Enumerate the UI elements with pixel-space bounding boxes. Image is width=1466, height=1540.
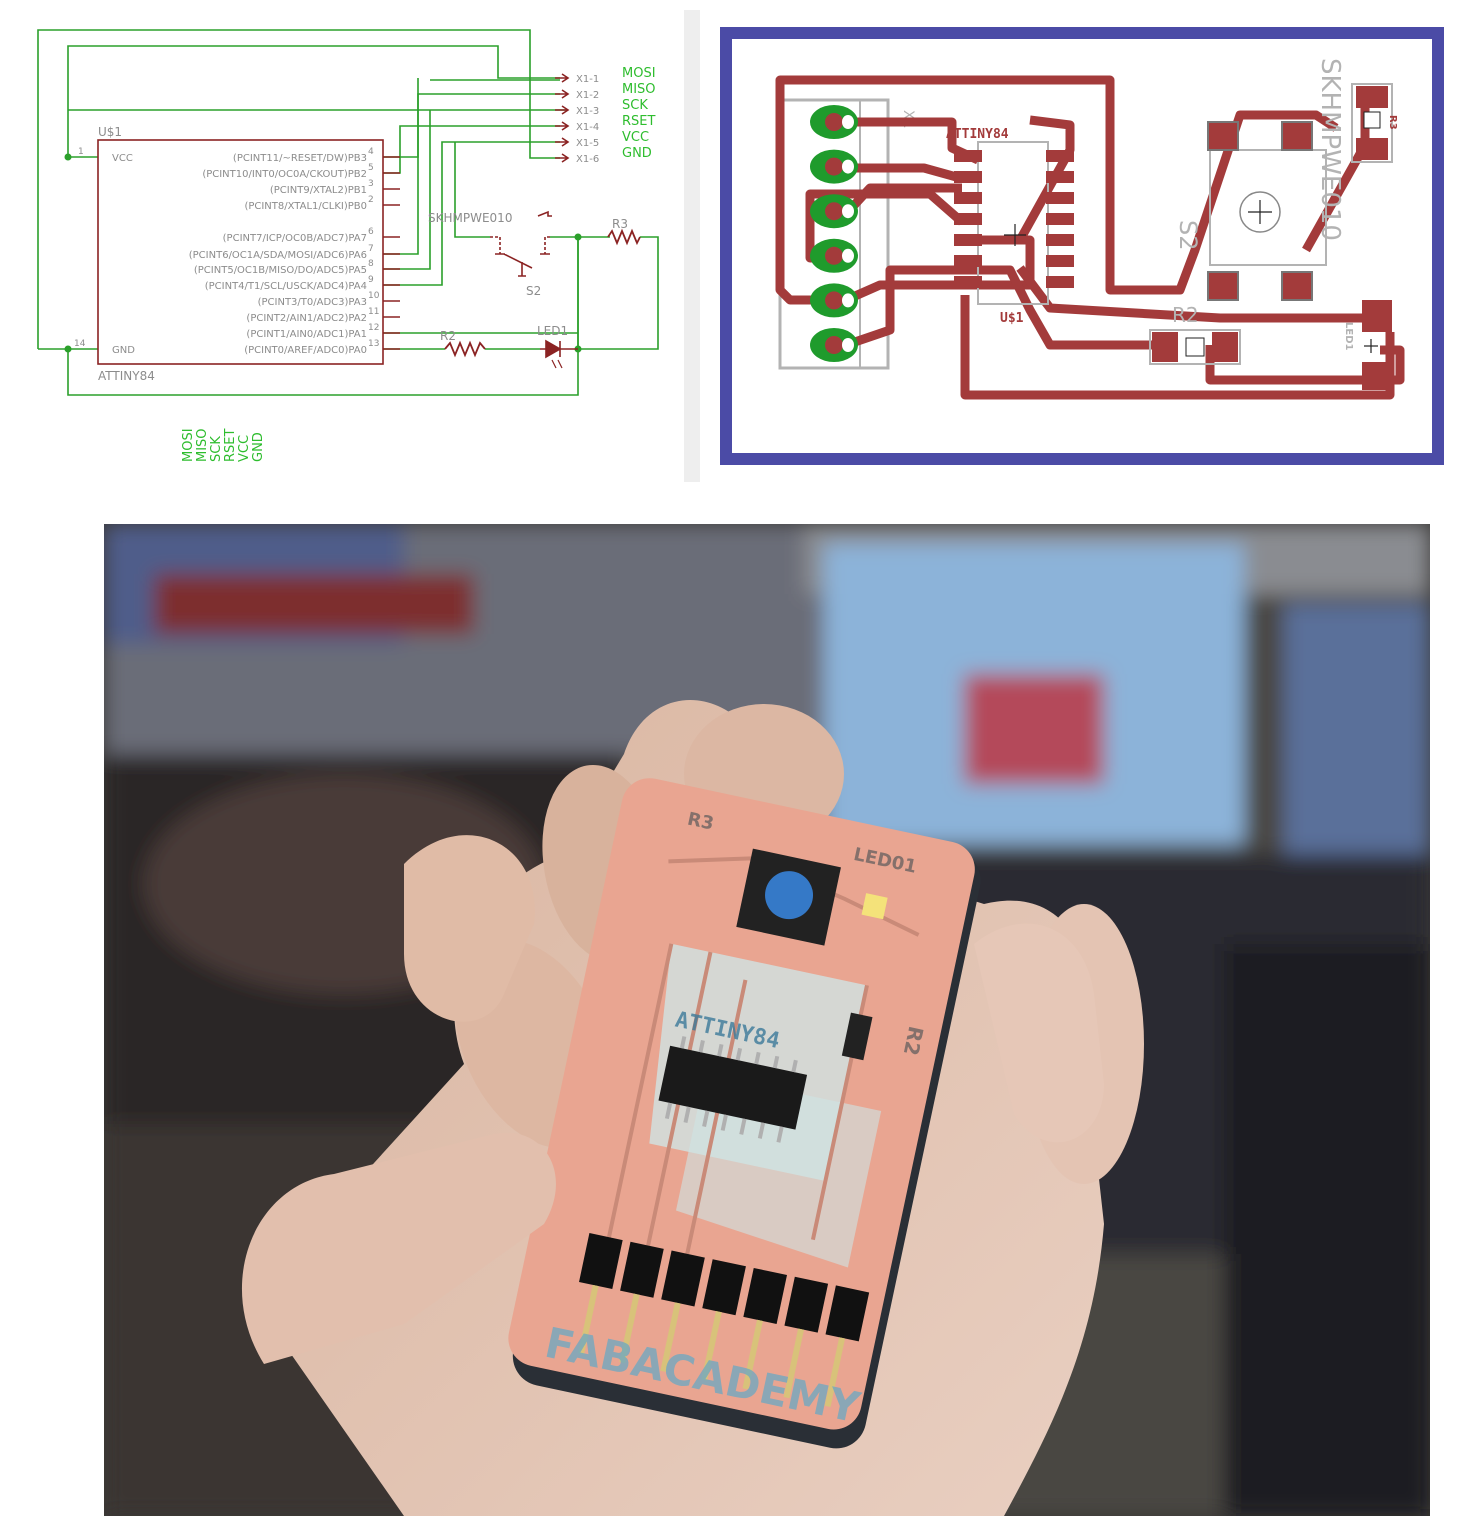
- fingers-front: [241, 835, 1104, 1364]
- r3-footprint: R3: [1351, 83, 1398, 163]
- board-chip-name: U$1: [1000, 311, 1024, 326]
- board-panel: X1 ATTINY84 U$1 SKHMPWE010 S2: [700, 0, 1466, 480]
- chip-pin-label: (PCINT10/INT0/OC0A/CKOUT)PB2: [202, 169, 367, 180]
- chip-pin-label: (PCINT0/AREF/ADC0)PA0: [244, 345, 367, 356]
- chip-pin-number: 11: [368, 307, 379, 317]
- board-switch-value: SKHMPWE010: [1315, 58, 1345, 241]
- gnd-pin-number: 14: [74, 339, 86, 349]
- switch-name: S2: [526, 284, 541, 298]
- connector-signal: MISO: [622, 82, 656, 97]
- board-led-label: LED1: [1343, 322, 1354, 351]
- photo-illustration: ATTINY84 R3 LED01 R2 FABACADEMY: [104, 524, 1430, 1516]
- chip-body: [97, 139, 384, 365]
- switch-footprint: SKHMPWE010 S2: [1174, 58, 1345, 301]
- chip-pin-label: (PCINT8/XTAL1/CLKI)PB0: [244, 201, 367, 212]
- pcb-board: ATTINY84 R3 LED01 R2 FABACADEMY: [508, 778, 981, 1449]
- connector-pin-label: X1-4: [576, 122, 599, 133]
- rotated-signal: GND: [251, 432, 266, 462]
- led-footprint: LED1: [1343, 300, 1392, 390]
- chip-pin-number: 10: [368, 291, 380, 301]
- chip-pin-number: 5: [368, 163, 374, 173]
- resistor-r2: R2: [440, 329, 486, 358]
- chip-footprint: ATTINY84 U$1: [946, 127, 1074, 326]
- chip-pin-label: (PCINT4/T1/SCL/USCK/ADC4)PA4: [205, 281, 367, 292]
- chip-pin-number: 6: [368, 227, 374, 237]
- chip-pin-label: (PCINT5/OC1B/MISO/DO/ADC5)PA5: [194, 265, 367, 276]
- r3-label: R3: [612, 217, 628, 231]
- chip-pin-label: (PCINT3/T0/ADC3)PA3: [258, 297, 367, 308]
- chip-value: ATTINY84: [98, 369, 155, 383]
- header-pads: [810, 105, 858, 362]
- pcb-photo: ATTINY84 R3 LED01 R2 FABACADEMY: [104, 524, 1430, 1516]
- chip-pin-label: (PCINT6/OC1A/SDA/MOSI/ADC6)PA6: [189, 250, 367, 261]
- vcc-pin-number: 1: [78, 147, 84, 157]
- photo-r2-silk: R2: [899, 1024, 929, 1058]
- connector-signal: MOSI: [622, 66, 656, 81]
- chip-name: U$1: [98, 125, 122, 139]
- chip-pin-number: 8: [368, 259, 374, 269]
- switch-s2: SKHMPWE010 S2: [428, 210, 552, 298]
- rotated-signal: VCC: [237, 435, 252, 462]
- led-label: LED1: [537, 324, 568, 338]
- connector-pin-label: X1-3: [576, 106, 599, 117]
- r2-label: R2: [440, 329, 456, 343]
- board-r3-label: R3: [1387, 115, 1398, 130]
- chip-pin-number: 2: [368, 195, 374, 205]
- rotated-signal: MISO: [195, 428, 210, 462]
- connector-signal: SCK: [622, 98, 648, 113]
- rotated-signal: SCK: [209, 436, 224, 462]
- chip-pin-number: 12: [368, 323, 379, 333]
- connector-pin-label: X1-1: [576, 74, 599, 85]
- chip-pin-number: 13: [368, 339, 379, 349]
- connector-pin-label: X1-6: [576, 154, 599, 165]
- board-drawing: X1 ATTINY84 U$1 SKHMPWE010 S2: [720, 27, 1444, 465]
- chip-pin-label: (PCINT1/AIN0/ADC1)PA1: [246, 329, 367, 340]
- resistor-r3: R3: [607, 217, 641, 246]
- schematic-panel: U$1 ATTINY84 VCC GND 1 14 (PCINT11/~RESE…: [0, 0, 680, 480]
- switch-value: SKHMPWE010: [428, 211, 512, 225]
- connector-pin-label: X1-5: [576, 138, 599, 149]
- chip-pin-number: 4: [368, 147, 374, 157]
- rotated-signal: RSET: [223, 429, 238, 462]
- chip-pin-number: 3: [368, 179, 374, 189]
- connector-x1: X1-1X1-2X1-3X1-4X1-5X1-6: [555, 73, 599, 165]
- board-switch-name: S2: [1174, 220, 1202, 251]
- rotated-signal: MOSI: [181, 428, 196, 462]
- connector-pin-label: X1-2: [576, 90, 599, 101]
- connector-signal: RSET: [622, 114, 655, 129]
- connector-signal: VCC: [622, 130, 649, 145]
- chip-pin-number: 7: [368, 244, 374, 254]
- chip-pin-number: 9: [368, 275, 374, 285]
- chip-pin-label: (PCINT7/ICP/OC0B/ADC7)PA7: [223, 233, 367, 244]
- connector-signal: GND: [622, 146, 652, 161]
- board-r2-label: R2: [1172, 303, 1199, 327]
- board-chip-value: ATTINY84: [946, 127, 1009, 142]
- chip-pin-label: (PCINT2/AIN1/ADC2)PA2: [246, 313, 367, 324]
- led1: LED1: [537, 324, 578, 369]
- chip-pin-label: (PCINT11/~RESET/DW)PB3: [233, 153, 367, 164]
- vcc-pin-label: VCC: [112, 153, 133, 164]
- r2-footprint: R2: [1149, 303, 1241, 365]
- gnd-pin-label: GND: [112, 345, 135, 356]
- chip-pin-label: (PCINT9/XTAL2)PB1: [270, 185, 367, 196]
- schematic-drawing: U$1 ATTINY84 VCC GND 1 14 (PCINT11/~RESE…: [37, 29, 659, 462]
- panel-divider: [684, 10, 700, 482]
- schematic-nets: [37, 29, 659, 396]
